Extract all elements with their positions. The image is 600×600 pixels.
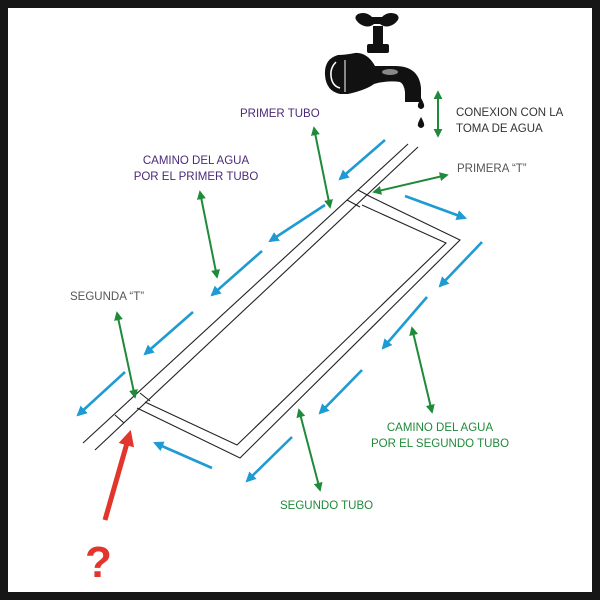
first-t-joint [357, 189, 372, 198]
label-camino-primer-1: CAMINO DEL AGUA [143, 155, 250, 167]
faucet-icon [324, 13, 421, 102]
label-pointers [114, 90, 449, 492]
flow-arrow [381, 296, 428, 350]
flow-arrow [245, 436, 293, 483]
flow-arrow [338, 139, 386, 181]
label-segunda-t: SEGUNDA “T” [70, 291, 144, 303]
question-mark: ? [85, 538, 112, 587]
pointer-camino-primer [196, 190, 221, 279]
question-arrow [102, 429, 135, 521]
flow-arrow [143, 311, 194, 356]
flow-arrow [268, 203, 326, 243]
label-conexion-1: CONEXION CON LA [456, 107, 564, 119]
pointer-segundo-tubo [296, 408, 323, 492]
label-primer-tubo: PRIMER TUBO [240, 108, 320, 120]
label-primera-t: PRIMERA “T” [457, 163, 527, 175]
label-camino-primer-2: POR EL PRIMER TUBO [134, 171, 259, 183]
pointer-primera-t [372, 172, 449, 195]
label-camino-segundo-2: POR EL SEGUNDO TUBO [371, 438, 509, 450]
pointer-primer-tubo [311, 126, 333, 209]
flow-arrow [404, 194, 467, 221]
pointer-camino-segundo [409, 326, 435, 414]
flow-arrow [318, 369, 363, 415]
label-segundo-tubo: SEGUNDO TUBO [280, 500, 373, 512]
pipe-system [82, 143, 461, 459]
second-pipe-outer [136, 196, 461, 459]
flow-arrow [76, 371, 126, 417]
flow-arrow [153, 441, 213, 470]
first-t-joint [346, 199, 361, 208]
water-drops-icon [417, 98, 425, 128]
flow-arrow [438, 241, 483, 288]
second-t-joint [114, 414, 125, 424]
pointer-segunda-t [114, 311, 138, 399]
second-pipe-inner [144, 204, 447, 446]
second-t-joint [139, 392, 151, 402]
label-camino-segundo-1: CAMINO DEL AGUA [387, 422, 494, 434]
flow-arrow [210, 250, 263, 297]
label-conexion-2: TOMA DE AGUA [456, 123, 543, 135]
